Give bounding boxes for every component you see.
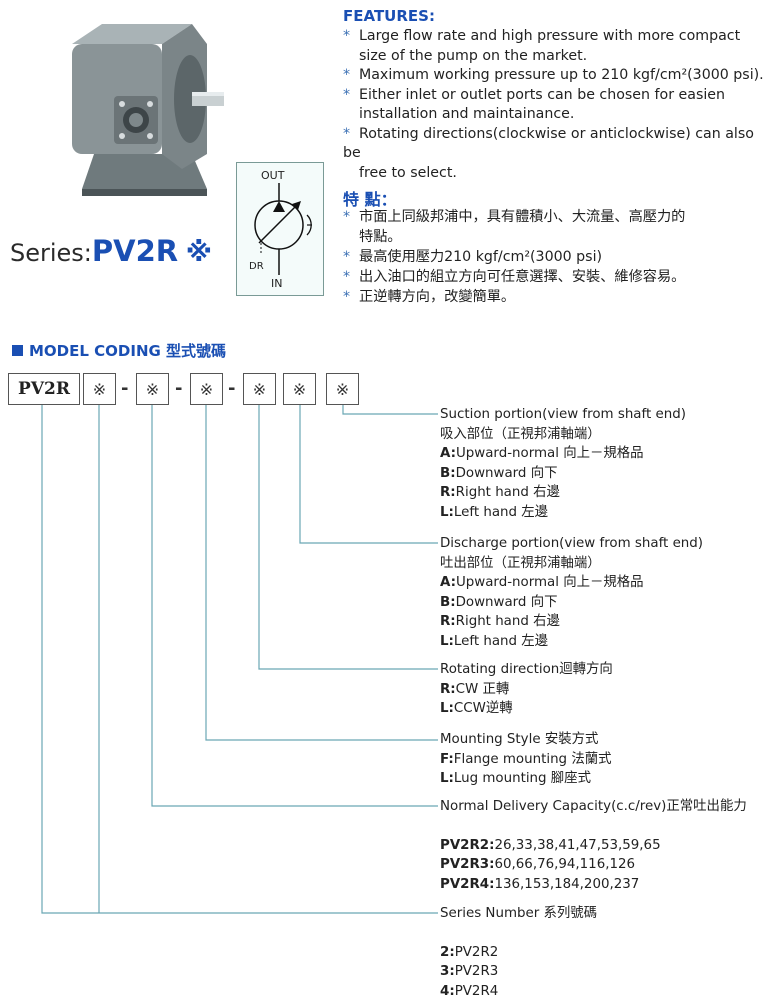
features-zh-title: 特 點： xyxy=(343,190,397,209)
leader-mounting xyxy=(205,405,438,741)
list-item: PV2R2:26,33,38,41,47,53,59,65 xyxy=(440,837,661,853)
asterisk-icon: * xyxy=(343,289,351,305)
list-item: *Either inlet or outlet ports can be cho… xyxy=(343,86,773,106)
list-item: L:Left hand 左邊 xyxy=(440,504,549,520)
list-item: R:Right hand 右邊 xyxy=(440,485,560,500)
list-item: L:Left hand 左邊 xyxy=(440,633,549,649)
pump-image xyxy=(72,24,224,196)
asterisk-icon: * xyxy=(343,209,351,225)
asterisk-icon: * xyxy=(343,28,351,44)
list-item: R:Right hand 右邊 xyxy=(440,614,560,629)
code-box-suction: ※ xyxy=(326,373,359,405)
symbol-out-label: OUT xyxy=(261,169,285,182)
list-item: PV2R3:60,66,76,94,116,126 xyxy=(440,857,636,872)
list-item: *Large flow rate and high pressure with … xyxy=(343,27,773,47)
discharge-block: Discharge portion(view from shaft end) 吐… xyxy=(440,534,703,651)
list-item: R:CW 正轉 xyxy=(440,681,510,697)
hydraulic-symbol: OUT DR IN xyxy=(236,162,324,296)
code-separator: - xyxy=(121,378,129,399)
discharge-title-zh: 吐出部位（正視邦浦軸端） xyxy=(440,555,601,571)
list-item: *最高使用壓力210 kgf/cm²(3000 psi) xyxy=(343,249,603,265)
suction-title-zh: 吸入部位（正視邦浦軸端） xyxy=(440,426,601,442)
code-box-mounting: ※ xyxy=(190,373,223,405)
list-item: B:Downward 向下 xyxy=(440,594,558,610)
series-title: Series:PV2R ※ xyxy=(10,234,212,268)
pump-symbol-icon xyxy=(254,183,312,275)
code-box-series: ※ xyxy=(83,373,116,405)
list-item: *Rotating directions(clockwise or anticl… xyxy=(343,125,754,162)
list-item: A:Upward-normal 向上－規格品 xyxy=(440,575,644,590)
list-item: size of the pump on the market. xyxy=(359,47,588,64)
leader-rotation xyxy=(258,405,438,670)
list-item: A:Upward-normal 向上－規格品 xyxy=(440,446,644,461)
series-number-block: Series Number 系列號碼 2:PV2R2 3:PV2R3 4:PV2… xyxy=(440,904,597,1001)
series-mark: ※ xyxy=(185,237,212,268)
asterisk-icon: * xyxy=(343,125,351,142)
list-item: PV2R4:136,153,184,200,237 xyxy=(440,876,640,892)
model-coding-title: MODEL CODING 型式號碼 xyxy=(12,340,226,361)
mounting-title: Mounting Style 安裝方式 xyxy=(440,732,599,747)
symbol-dr-label: DR xyxy=(249,261,264,272)
leader-suction xyxy=(342,405,438,415)
list-item: L:CCW逆轉 xyxy=(440,701,513,716)
list-item: 特點。 xyxy=(359,229,402,245)
asterisk-icon: * xyxy=(343,269,351,285)
square-bullet-icon xyxy=(12,345,23,356)
list-item: *Maximum working pressure up to 210 kgf/… xyxy=(343,66,773,86)
leader-capacity xyxy=(151,405,438,807)
code-separator: - xyxy=(175,378,183,399)
capacity-block: Normal Delivery Capacity(c.c/rev)正常吐出能力 … xyxy=(440,797,747,894)
list-item: 2:PV2R2 xyxy=(440,944,499,960)
code-separator: - xyxy=(228,378,236,399)
list-item: free to select. xyxy=(359,164,457,181)
list-item: 4:PV2R4 xyxy=(440,983,499,999)
code-box-discharge: ※ xyxy=(283,373,316,405)
features-title: FEATURES: xyxy=(343,7,435,25)
code-box-rotation: ※ xyxy=(243,373,276,405)
code-box-prefix: PV2R xyxy=(8,373,80,405)
features-zh-list: *市面上同級邦浦中，具有體積小、大流量、高壓力的 特點。 *最高使用壓力210 … xyxy=(343,207,685,307)
symbol-in-label: IN xyxy=(271,277,283,290)
asterisk-icon: * xyxy=(343,86,351,103)
list-item: installation and maintainance. xyxy=(359,106,575,122)
list-item: *出入油口的組立方向可任意選擇、安裝、維修容易。 xyxy=(343,269,686,285)
series-model: PV2R xyxy=(91,234,179,268)
rotation-block: Rotating direction迴轉方向 R:CW 正轉 L:CCW逆轉 xyxy=(440,660,613,719)
suction-block: Suction portion(view from shaft end) 吸入部… xyxy=(440,405,686,522)
code-box-capacity: ※ xyxy=(136,373,169,405)
list-item: L:Lug mounting 腳座式 xyxy=(440,771,591,786)
list-item: 3:PV2R3 xyxy=(440,964,499,979)
series-prefix: Series: xyxy=(10,239,92,267)
list-item: *市面上同級邦浦中，具有體積小、大流量、高壓力的 xyxy=(343,209,686,225)
capacity-title: Normal Delivery Capacity(c.c/rev)正常吐出能力 xyxy=(440,799,747,814)
list-item: F:Flange mounting 法蘭式 xyxy=(440,751,612,767)
suction-title: Suction portion(view from shaft end) xyxy=(440,407,686,422)
features-list: *Large flow rate and high pressure with … xyxy=(343,27,773,183)
asterisk-icon: * xyxy=(343,249,351,265)
rotation-title: Rotating direction迴轉方向 xyxy=(440,662,613,677)
series-number-title: Series Number 系列號碼 xyxy=(440,906,598,921)
list-item: *正逆轉方向，改變簡單。 xyxy=(343,289,516,305)
list-item: B:Downward 向下 xyxy=(440,465,558,481)
discharge-title: Discharge portion(view from shaft end) xyxy=(440,536,704,551)
mounting-block: Mounting Style 安裝方式 F:Flange mounting 法蘭… xyxy=(440,730,612,789)
leader-series xyxy=(41,405,438,914)
leader-discharge xyxy=(299,405,438,544)
asterisk-icon: * xyxy=(343,67,351,83)
